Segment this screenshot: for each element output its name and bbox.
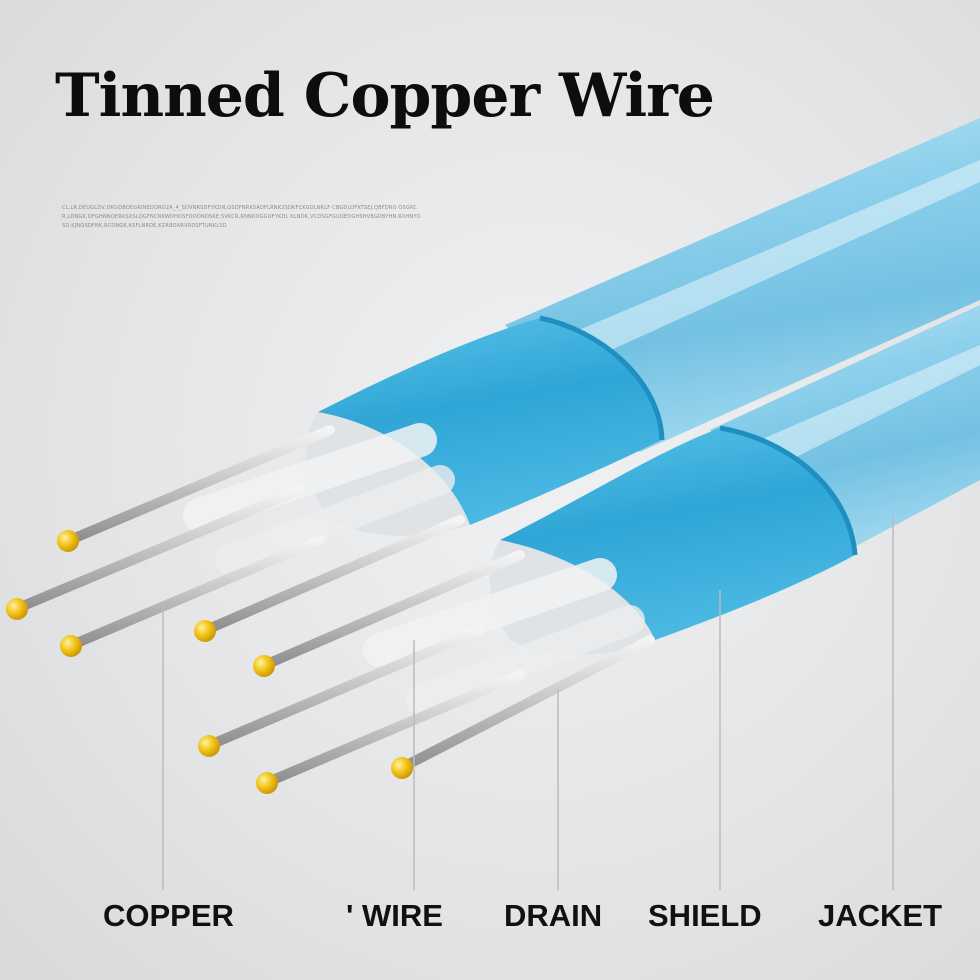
lower-cable-cores [363,558,645,715]
label-wire: ' WIRE [346,898,443,933]
upper-cable-cores [183,423,455,575]
fine-print-text: CL,LR,DEUGLDV,DKGOBOEGKINEDDRO2A_4_SDVNR… [62,205,421,229]
lower-shield-rim [719,425,858,556]
lower-cable-conductors [205,550,655,787]
label-drain: DRAIN [504,898,603,933]
label-copper: COPPER [103,898,234,933]
diagram-title: Tinned Copper Wire [55,61,715,131]
upper-cable-jacket-highlight [560,160,980,355]
label-jacket: JACKET [818,898,943,933]
conductor-tip [60,635,82,657]
leader-lines [162,515,894,890]
lower-cable-jacket-highlight [760,345,980,460]
upper-shield-rim [539,315,665,441]
conductor-tip [256,772,278,794]
label-shield: SHIELD [648,898,762,933]
upper-cable-conductors [13,425,465,650]
conductor-tip [391,757,413,779]
conductor-tip [57,530,79,552]
conductor-tip [253,655,275,677]
conductor-tip [6,598,28,620]
conductor-tip [198,735,220,757]
conductor-tip [194,620,216,642]
tinned-conductor-tips [6,530,413,794]
